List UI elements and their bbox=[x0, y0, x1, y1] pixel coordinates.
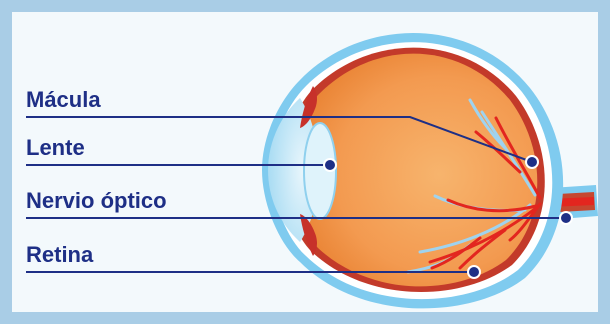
lens-label: Lente bbox=[26, 135, 85, 161]
optic-nerve-label: Nervio óptico bbox=[26, 188, 167, 214]
retina-label: Retina bbox=[26, 242, 93, 268]
optic-nerve-dot bbox=[560, 212, 572, 224]
retina-dot bbox=[468, 266, 480, 278]
lens-dot bbox=[324, 159, 336, 171]
macula-label: Mácula bbox=[26, 87, 101, 113]
macula-dot bbox=[526, 156, 538, 168]
